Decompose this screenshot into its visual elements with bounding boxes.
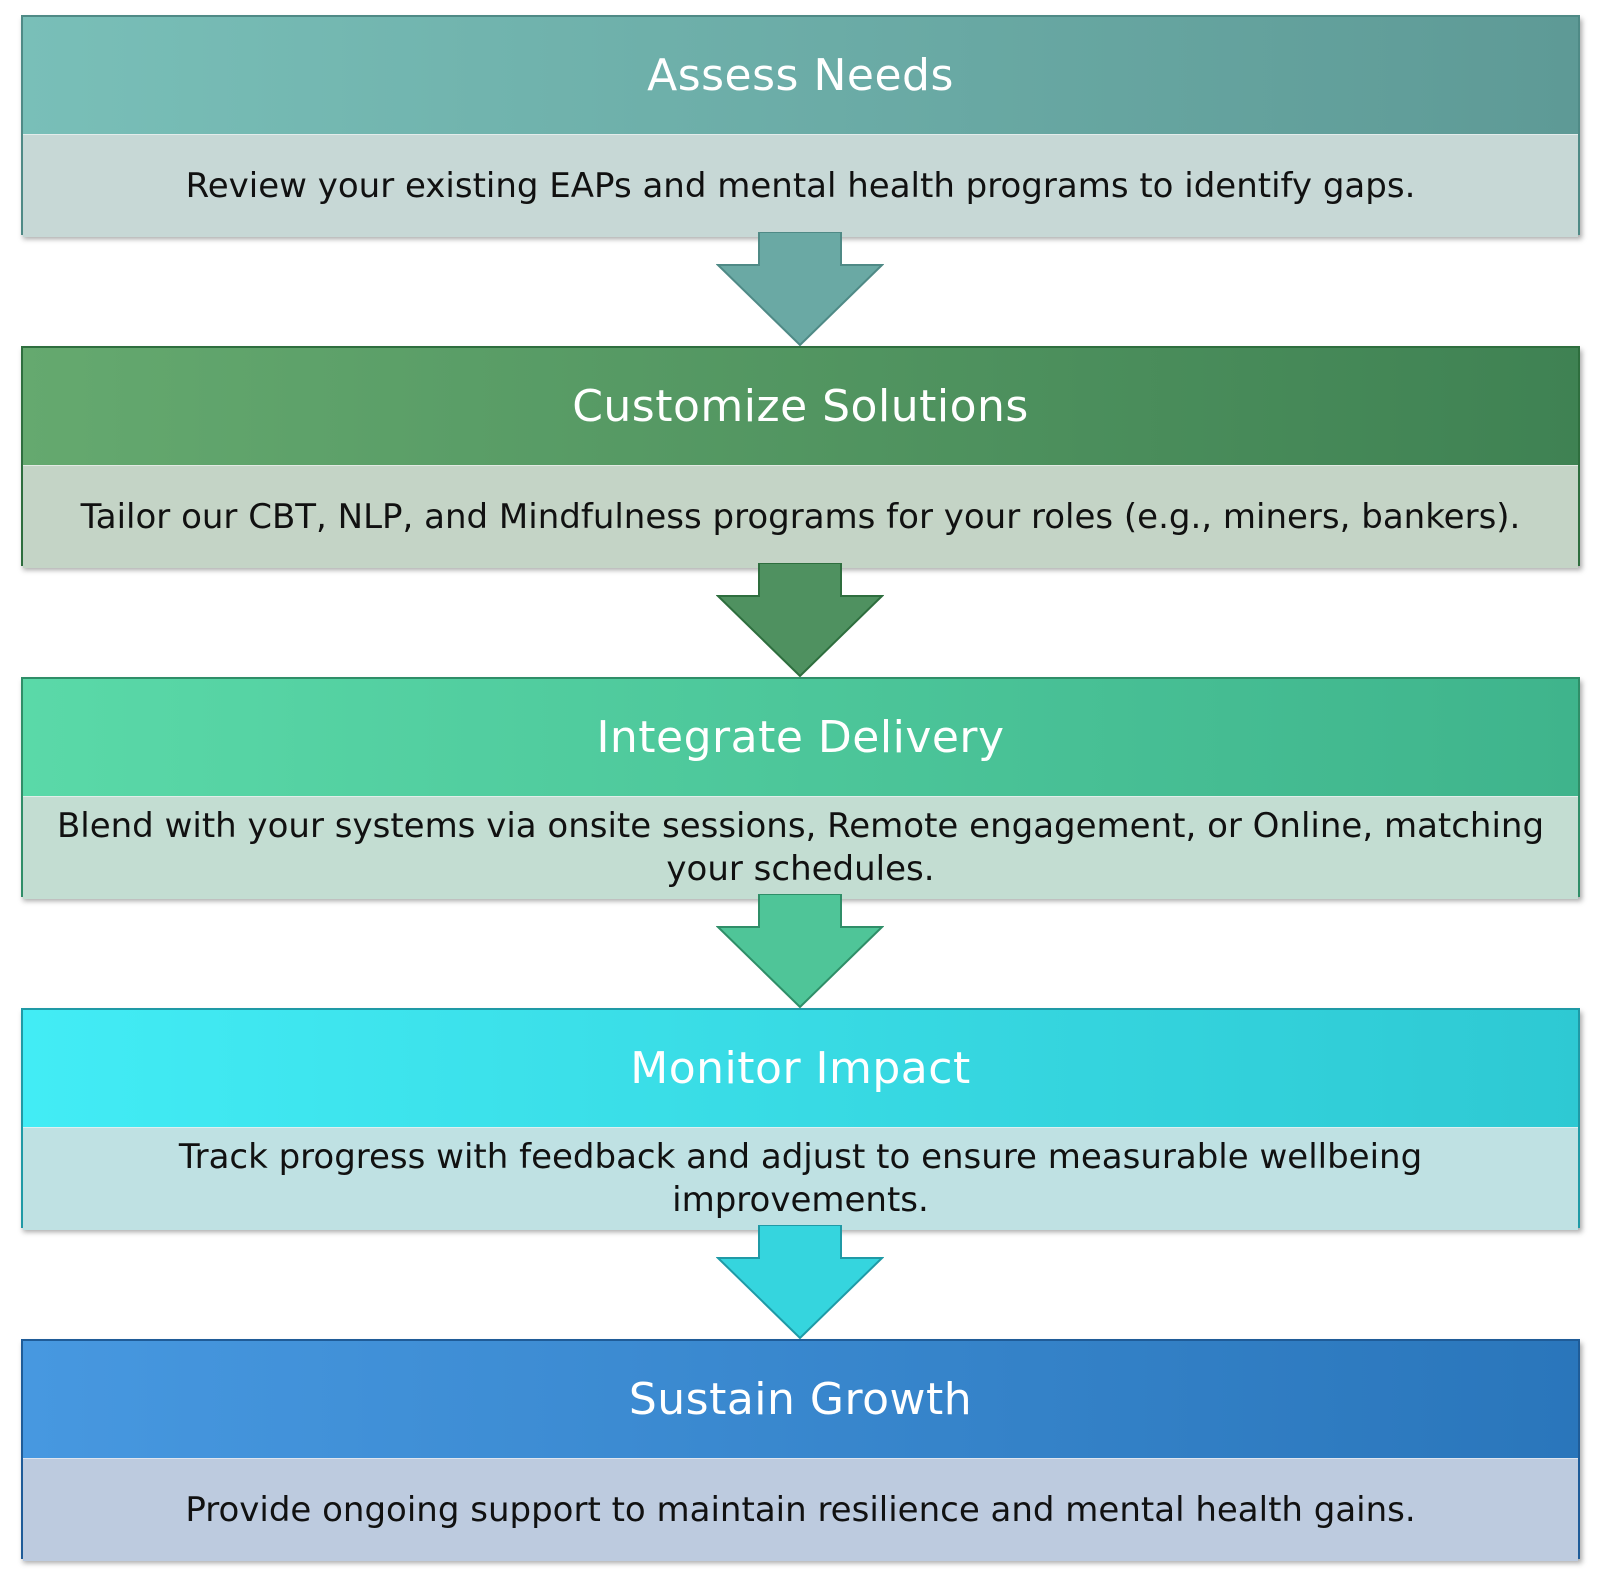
step-body: Track progress with feedback and adjust … [23,1127,1578,1230]
step-integrate-delivery: Integrate Delivery Blend with your syste… [21,677,1580,899]
step-description: Provide ongoing support to maintain resi… [185,1489,1416,1530]
step-description: Track progress with feedback and adjust … [178,1137,1423,1220]
step-body: Tailor our CBT, NLP, and Mindfulness pro… [23,465,1578,568]
step-description: Blend with your systems via onsite sessi… [56,806,1545,889]
step-sustain-growth: Sustain Growth Provide ongoing support t… [21,1339,1580,1561]
step-title: Assess Needs [647,50,954,101]
step-title: Customize Solutions [572,381,1029,432]
step-title: Integrate Delivery [596,712,1005,763]
step-description: Review your existing EAPs and mental hea… [185,165,1416,206]
step-header: Customize Solutions [23,348,1578,465]
step-customize-solutions: Customize Solutions Tailor our CBT, NLP,… [21,346,1580,568]
step-header: Monitor Impact [23,1010,1578,1127]
step-body: Blend with your systems via onsite sessi… [23,796,1578,899]
step-body: Review your existing EAPs and mental hea… [23,134,1578,237]
step-monitor-impact: Monitor Impact Track progress with feedb… [21,1008,1580,1230]
step-header: Integrate Delivery [23,679,1578,796]
step-assess-needs: Assess Needs Review your existing EAPs a… [21,15,1580,237]
down-arrow-icon [716,232,884,346]
step-header: Sustain Growth [23,1341,1578,1458]
step-body: Provide ongoing support to maintain resi… [23,1458,1578,1561]
step-description: Tailor our CBT, NLP, and Mindfulness pro… [80,496,1521,537]
step-title: Sustain Growth [628,1374,973,1425]
step-header: Assess Needs [23,17,1578,134]
down-arrow-icon [716,894,884,1008]
step-title: Monitor Impact [630,1043,971,1094]
down-arrow-icon [716,1225,884,1339]
down-arrow-icon [716,563,884,677]
